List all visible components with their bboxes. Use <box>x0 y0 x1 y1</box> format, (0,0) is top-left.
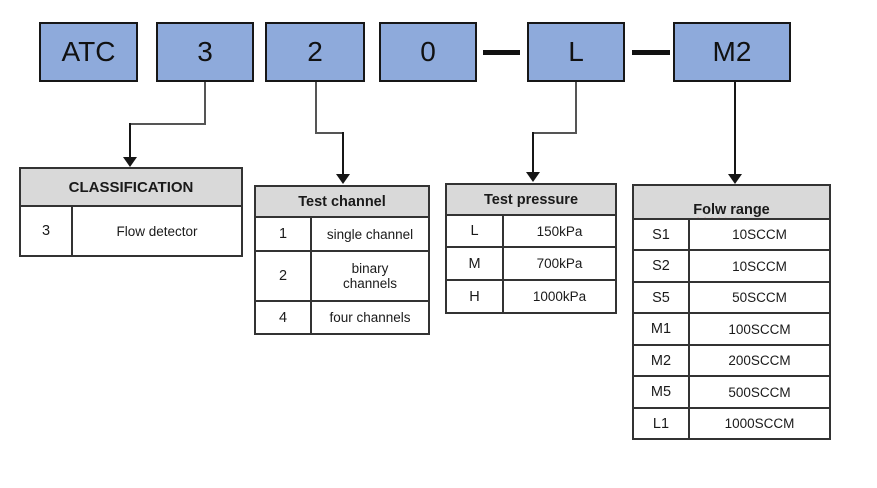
table-cell-description: 10SCCM <box>688 218 831 251</box>
connector-test-pressure-segment <box>575 82 577 134</box>
table-cell-description: 50SCCM <box>688 281 831 314</box>
connector-classification-segment <box>129 123 206 125</box>
flow-range-title-misspelled-word: Folw <box>693 202 727 218</box>
table-test-channel-header: Test channel <box>254 185 430 218</box>
table-cell-code: S2 <box>632 249 690 283</box>
table-row: S5 50SCCM <box>632 281 831 314</box>
table-row: L 150kPa <box>445 214 617 248</box>
table-row: M 700kPa <box>445 246 617 281</box>
table-row: M2 200SCCM <box>632 344 831 377</box>
connector-classification-segment <box>129 123 131 159</box>
connector-flow-range-segment <box>734 82 736 176</box>
code-box-atc: ATC <box>39 22 138 82</box>
table-cell-code: S1 <box>632 218 690 251</box>
dash-separator <box>632 50 670 55</box>
table-cell-description: 100SCCM <box>688 312 831 346</box>
table-cell-description: four channels <box>310 300 430 335</box>
table-cell-code: L <box>445 214 504 248</box>
table-cell-code: S5 <box>632 281 690 314</box>
table-cell-code: L1 <box>632 407 690 440</box>
table-cell-code: H <box>445 279 504 314</box>
table-row: S2 10SCCM <box>632 249 831 283</box>
table-row: M5 500SCCM <box>632 375 831 409</box>
dash-separator <box>483 50 520 55</box>
table-classification-header: CLASSIFICATION <box>19 167 243 207</box>
table-cell-code: M2 <box>632 344 690 377</box>
table-classification: CLASSIFICATION 3 Flow detector <box>19 167 243 257</box>
table-cell-description: 700kPa <box>502 246 617 281</box>
flow-range-title-rest: range <box>730 202 770 218</box>
table-cell-description: 150kPa <box>502 214 617 248</box>
table-test-pressure-header: Test pressure <box>445 183 617 216</box>
table-cell-description: 1000SCCM <box>688 407 831 440</box>
table-row: 3 Flow detector <box>19 205 243 257</box>
code-box-l: L <box>527 22 625 82</box>
table-cell-description: single channel <box>310 216 430 252</box>
table-cell-code: M1 <box>632 312 690 346</box>
table-cell-description: Flow detector <box>71 205 243 257</box>
table-cell-description: 200SCCM <box>688 344 831 377</box>
arrow-down-icon <box>123 157 137 167</box>
table-row: 1 single channel <box>254 216 430 252</box>
connector-test-channel-segment <box>315 82 317 134</box>
table-cell-description: binary channels <box>310 250 430 302</box>
table-row: 2 binary channels <box>254 250 430 302</box>
table-cell-code: M <box>445 246 504 281</box>
connector-test-channel-segment <box>315 132 344 134</box>
arrow-down-icon <box>336 174 350 184</box>
code-box-0: 0 <box>379 22 477 82</box>
code-box-m2: M2 <box>673 22 791 82</box>
table-cell-description: 1000kPa <box>502 279 617 314</box>
table-cell-description: 500SCCM <box>688 375 831 409</box>
table-row: L1 1000SCCM <box>632 407 831 440</box>
code-box-3: 3 <box>156 22 254 82</box>
arrow-down-icon <box>728 174 742 184</box>
connector-test-pressure-segment <box>532 132 577 134</box>
table-cell-code: 2 <box>254 250 312 302</box>
table-cell-code: 4 <box>254 300 312 335</box>
connector-test-channel-segment <box>342 132 344 176</box>
table-cell-code: M5 <box>632 375 690 409</box>
table-test-channel: Test channel 1 single channel 2 binary c… <box>254 185 430 335</box>
code-box-2: 2 <box>265 22 365 82</box>
table-cell-description: 10SCCM <box>688 249 831 283</box>
table-row: S1 10SCCM <box>632 218 831 251</box>
table-cell-code: 3 <box>19 205 73 257</box>
connector-test-pressure-segment <box>532 132 534 174</box>
arrow-down-icon <box>526 172 540 182</box>
table-row: 4 four channels <box>254 300 430 335</box>
table-row: M1 100SCCM <box>632 312 831 346</box>
connector-classification-segment <box>204 82 206 124</box>
table-cell-code: 1 <box>254 216 312 252</box>
table-row: H 1000kPa <box>445 279 617 314</box>
table-test-pressure: Test pressure L 150kPa M 700kPa H 1000kP… <box>445 183 617 314</box>
